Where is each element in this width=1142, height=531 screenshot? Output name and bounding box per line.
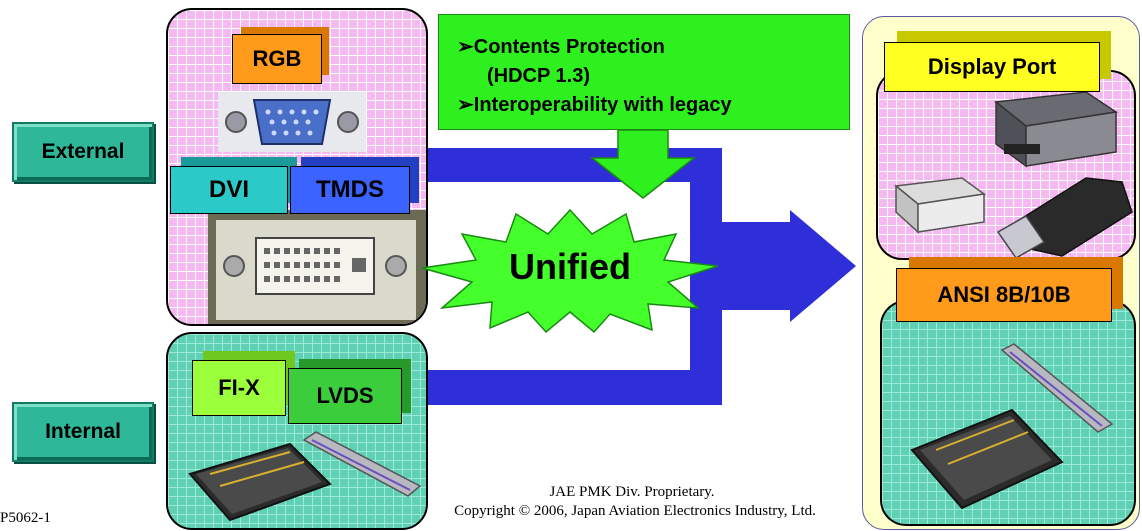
unified-label: Unified (509, 246, 631, 287)
fix-box: FI-X (192, 360, 286, 416)
fix-connector-icon (188, 442, 332, 522)
tmds-label: TMDS (316, 176, 384, 203)
ansi-panel (880, 300, 1136, 526)
unified-burst-shape (421, 208, 719, 334)
dvi-box: DVI (170, 166, 288, 214)
internal-label: Internal (12, 402, 154, 462)
callout-line-hdcp: (HDCP 1.3) (487, 65, 590, 87)
fix-label: FI-X (218, 375, 260, 400)
ansi-label: ANSI 8B/10B (937, 282, 1071, 307)
displayport-connector-icon (894, 91, 1133, 258)
lvds-label: LVDS (316, 383, 374, 408)
rgb-box: RGB (232, 34, 322, 84)
callout-line-contents-protection: ➢Contents Protection (457, 36, 665, 58)
callout-pointer-arrow (589, 130, 697, 199)
footer-copyright: Copyright © 2006, Japan Aviation Electro… (454, 503, 816, 519)
rgb-label: RGB (252, 46, 302, 71)
callout-line-interoperability: ➢Interoperability with legacy (457, 94, 732, 116)
external-label: External (12, 122, 154, 182)
internal-panel (166, 332, 428, 530)
display-port-box: Display Port (884, 42, 1100, 92)
footer-proprietary: JAE PMK Div. Proprietary. (549, 484, 715, 500)
tmds-box: TMDS (290, 166, 410, 214)
displayport-panel (876, 70, 1136, 260)
dvi-connector-icon (208, 210, 426, 324)
ansi-box: ANSI 8B/10B (896, 268, 1112, 322)
lvds-connector-icon (302, 431, 422, 497)
vga-connector-icon (218, 92, 366, 152)
feature-callout: ➢Contents Protection (HDCP 1.3) ➢Interop… (438, 14, 850, 130)
external-flow-arrow (428, 148, 856, 405)
display-port-label: Display Port (927, 54, 1057, 79)
fine-pitch-connector-icon (910, 343, 1114, 510)
footer-doc-code: P5062-1 (0, 510, 51, 526)
dvi-label: DVI (208, 176, 249, 203)
lvds-box: LVDS (288, 368, 402, 424)
